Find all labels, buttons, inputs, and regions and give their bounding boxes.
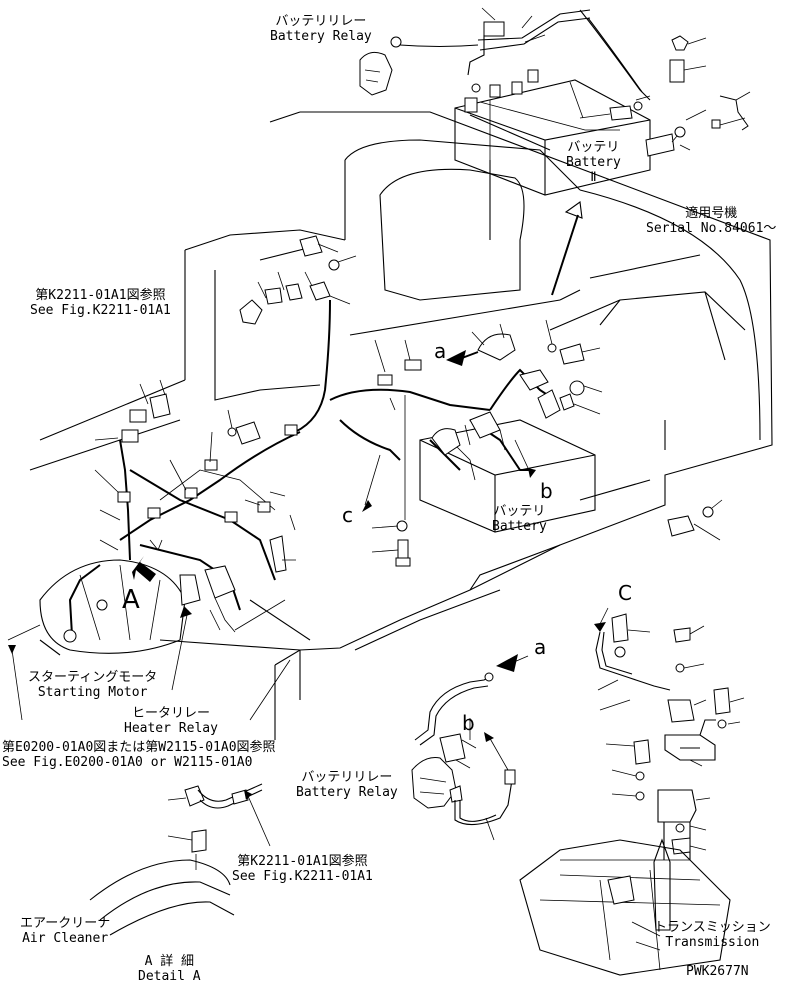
see-k2211-top-en: See Fig.K2211-01A1 xyxy=(30,303,171,318)
view-a-marker: A xyxy=(122,585,140,615)
air-cleaner-detail xyxy=(89,783,271,936)
see-k2211-top-label: 第K2211-01A1図参照 See Fig.K2211-01A1 xyxy=(30,288,171,318)
battery-relay-top xyxy=(359,7,651,101)
callout-b: b xyxy=(540,479,553,503)
battery-top-jp: バッテリ xyxy=(567,140,620,155)
battery-lower-label: バッテリ Battery xyxy=(492,504,547,534)
battery-relay-bottom-jp: バッテリリレー xyxy=(301,770,393,785)
upper-battery-group xyxy=(454,69,651,296)
heater-relay-label: ヒータリレー Heater Relay xyxy=(124,706,218,736)
transmission-jp: トランスミッション xyxy=(654,920,771,935)
battery-relay-bottom-label: バッテリリレー Battery Relay xyxy=(296,770,398,800)
battery-relay-top-jp: バッテリリレー xyxy=(275,14,367,29)
detail-c-letter: C xyxy=(618,581,632,605)
see-k2211-bottom-jp: 第K2211-01A1図参照 xyxy=(237,854,368,869)
serial-label: 適用号機 Serial No.84061～ xyxy=(646,206,776,236)
starting-motor-label: スターティングモータ Starting Motor xyxy=(28,670,157,700)
transmission-label: トランスミッション Transmission xyxy=(654,920,771,950)
battery-relay-top-en: Battery Relay xyxy=(270,29,372,44)
drawing-number: PWK2677N xyxy=(686,964,749,979)
detail-a-letter: a xyxy=(534,635,547,659)
detail-a-label: A 詳 細 Detail A xyxy=(138,954,201,984)
starting-motor-jp: スターティングモータ xyxy=(28,670,158,685)
see-k2211-top-jp: 第K2211-01A1図参照 xyxy=(35,288,166,303)
callout-c: c xyxy=(342,503,353,527)
see-e0200-jp: 第E0200-01A0図または第W2115-01A0図参照 xyxy=(2,740,276,755)
starting-motor-group xyxy=(7,535,296,721)
transmission-en: Transmission xyxy=(665,935,760,950)
battery-relay-top-label: バッテリリレー Battery Relay xyxy=(270,14,372,44)
detail-b-letter: b xyxy=(462,711,475,735)
battery-top-qty: Ⅱ xyxy=(590,170,597,185)
air-cleaner-en: Air Cleaner xyxy=(22,931,109,946)
battery-top-label: バッテリ Battery Ⅱ xyxy=(566,140,621,185)
see-e0200-label: 第E0200-01A0図または第W2115-01A0図参照 See Fig.E0… xyxy=(2,740,276,770)
heater-relay-jp: ヒータリレー xyxy=(131,706,210,721)
callout-a: a xyxy=(434,339,447,363)
lower-battery-group xyxy=(362,395,723,567)
air-cleaner-jp: エアークリーナ xyxy=(20,916,111,931)
starting-motor-en: Starting Motor xyxy=(37,685,148,700)
see-k2211-bottom-en: See Fig.K2211-01A1 xyxy=(232,869,373,884)
serial-jp: 適用号機 xyxy=(685,206,738,221)
battery-clamp-parts xyxy=(579,35,751,157)
battery-top-en: Battery xyxy=(566,155,621,170)
battery-relay-bottom-en: Battery Relay xyxy=(296,785,398,800)
detail-a-jp: A 詳 細 xyxy=(144,954,195,969)
heater-relay-en: Heater Relay xyxy=(124,721,218,736)
main-harness xyxy=(68,235,603,636)
transmission-bracket-group xyxy=(519,607,745,976)
detail-a-en: Detail A xyxy=(138,969,201,984)
serial-en: Serial No.84061～ xyxy=(646,221,777,236)
machine-body-outline xyxy=(29,111,773,740)
air-cleaner-label: エアークリーナ Air Cleaner xyxy=(20,916,110,946)
battery-relay-bottom xyxy=(411,654,529,841)
battery-lower-en: Battery xyxy=(492,519,547,534)
see-k2211-bottom-label: 第K2211-01A1図参照 See Fig.K2211-01A1 xyxy=(232,854,373,884)
battery-lower-jp: バッテリ xyxy=(493,504,546,519)
see-e0200-en: See Fig.E0200-01A0 or W2115-01A0 xyxy=(2,755,253,770)
